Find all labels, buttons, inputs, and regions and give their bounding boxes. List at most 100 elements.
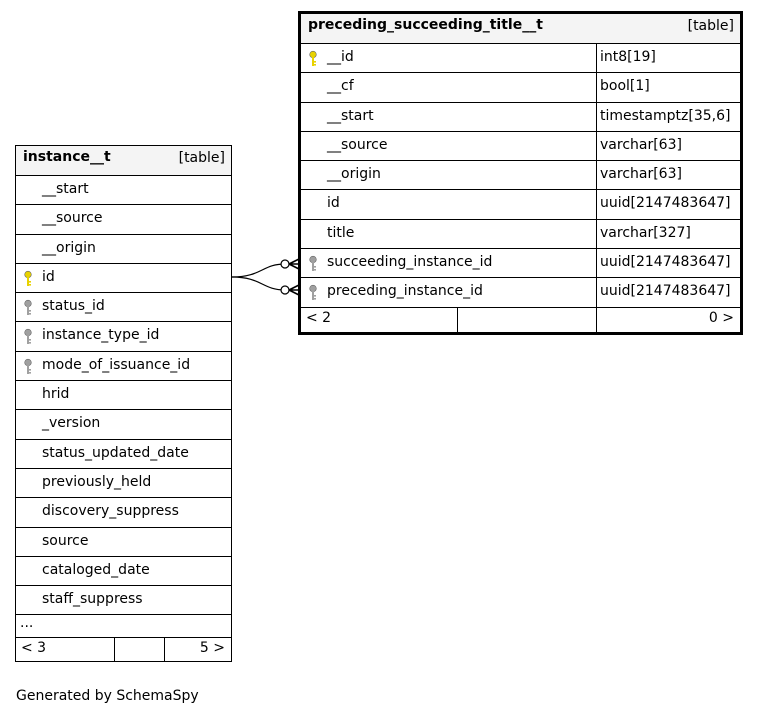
column-name: status_updated_date xyxy=(42,444,189,461)
column-type: varchar[327] xyxy=(600,224,691,241)
column-row[interactable]: discovery_suppress xyxy=(16,497,231,526)
column-row[interactable]: __origin xyxy=(16,233,231,263)
column-divider xyxy=(596,249,597,278)
column-name: __start xyxy=(327,107,374,124)
column-row[interactable]: __cf bool[1] xyxy=(301,72,740,102)
foreign-key-icon xyxy=(308,255,318,273)
column-row[interactable]: __start timestamptz[35,6] xyxy=(301,101,740,131)
column-name: __origin xyxy=(327,166,381,183)
column-row[interactable]: staff_suppress xyxy=(16,585,231,614)
table-footer: < 3 5 > xyxy=(16,637,231,662)
more-columns-ellipsis: ... xyxy=(20,615,34,632)
column-type: uuid[2147483647] xyxy=(600,254,731,271)
crowfoot-icon xyxy=(288,284,300,296)
column-name: discovery_suppress xyxy=(42,503,179,520)
footer-divider xyxy=(457,307,458,332)
table-name: instance__t xyxy=(23,149,111,165)
column-row[interactable]: __start xyxy=(16,175,231,204)
column-divider xyxy=(596,161,597,190)
column-name: staff_suppress xyxy=(42,591,143,608)
column-name: __cf xyxy=(327,78,354,95)
column-name: __origin xyxy=(42,239,96,256)
column-row[interactable]: instance_type_id xyxy=(16,321,231,350)
relationship-line-preceding xyxy=(231,276,286,291)
column-row[interactable]: id uuid[2147483647] xyxy=(301,189,740,219)
zero-cardinality-circle xyxy=(280,285,290,295)
foreign-key-icon xyxy=(23,358,33,376)
footer-divider xyxy=(164,638,165,662)
zero-cardinality-circle xyxy=(280,259,290,269)
column-row[interactable]: id xyxy=(16,262,231,292)
column-divider xyxy=(596,102,597,131)
column-type: int8[19] xyxy=(600,49,656,65)
child-count[interactable]: 5 > xyxy=(199,640,225,657)
foreign-key-icon xyxy=(308,284,318,302)
table-footer: < 2 0 > xyxy=(301,306,740,332)
table-preceding-succeeding-title[interactable]: preceding_succeeding_title__t [table] __id… xyxy=(298,11,743,335)
crowfoot-icon xyxy=(288,258,300,270)
parent-count[interactable]: < 2 xyxy=(306,309,332,326)
column-type: uuid[2147483647] xyxy=(600,283,731,300)
column-name: mode_of_issuance_id xyxy=(42,356,191,373)
column-row[interactable]: preceding_instance_id uuid[2147483647] xyxy=(301,277,740,307)
parent-count[interactable]: < 3 xyxy=(21,640,47,657)
column-name: status_id xyxy=(42,298,105,315)
column-type: uuid[2147483647] xyxy=(600,195,731,212)
relationship-line-succeeding xyxy=(231,263,286,278)
column-name: instance_type_id xyxy=(42,327,160,344)
column-name: __start xyxy=(42,181,89,197)
column-type: bool[1] xyxy=(600,78,650,95)
foreign-key-icon xyxy=(23,328,33,346)
table-header: preceding_succeeding_title__t [table] xyxy=(301,14,740,43)
column-row[interactable]: source xyxy=(16,526,231,556)
column-name: id xyxy=(42,268,55,285)
column-name: previously_held xyxy=(42,473,152,490)
column-row[interactable]: __source xyxy=(16,204,231,233)
column-row[interactable]: status_updated_date xyxy=(16,438,231,468)
primary-key-icon xyxy=(23,270,33,288)
column-row[interactable]: __id int8[19] xyxy=(301,43,740,73)
column-divider xyxy=(596,278,597,307)
column-divider xyxy=(596,73,597,102)
table-name: preceding_succeeding_title__t xyxy=(308,17,543,33)
column-row[interactable]: cataloged_date xyxy=(16,555,231,585)
primary-key-icon xyxy=(308,50,318,68)
column-type: timestamptz[35,6] xyxy=(600,107,731,124)
column-row[interactable]: __origin varchar[63] xyxy=(301,160,740,190)
column-divider xyxy=(596,219,597,249)
column-name: __source xyxy=(327,136,388,153)
child-count[interactable]: 0 > xyxy=(708,309,734,326)
column-name: __source xyxy=(42,210,103,227)
column-name: preceding_instance_id xyxy=(327,283,483,300)
column-row[interactable]: __source varchar[63] xyxy=(301,130,740,161)
table-header: instance__t [table] xyxy=(16,146,231,175)
column-name: source xyxy=(42,532,89,549)
footer-divider xyxy=(114,638,115,662)
column-name: _version xyxy=(42,415,101,432)
column-row[interactable]: succeeding_instance_id uuid[2147483647] xyxy=(301,248,740,278)
more-columns-row: ... xyxy=(16,614,231,637)
generator-credit: Generated by SchemaSpy xyxy=(16,688,199,704)
foreign-key-icon xyxy=(23,299,33,317)
column-name: __id xyxy=(327,49,354,65)
column-row[interactable]: hrid xyxy=(16,380,231,409)
column-name: succeeding_instance_id xyxy=(327,254,493,271)
column-row[interactable]: mode_of_issuance_id xyxy=(16,350,231,380)
column-divider xyxy=(596,131,597,161)
column-type: varchar[63] xyxy=(600,136,682,153)
column-row[interactable]: _version xyxy=(16,409,231,438)
column-divider xyxy=(596,190,597,219)
column-row[interactable]: previously_held xyxy=(16,467,231,497)
column-row[interactable]: status_id xyxy=(16,292,231,321)
table-type-label: [table] xyxy=(687,18,734,34)
footer-divider xyxy=(596,307,597,332)
column-divider xyxy=(596,44,597,73)
column-type: varchar[63] xyxy=(600,166,682,183)
column-name: hrid xyxy=(42,386,70,403)
column-name: id xyxy=(327,195,340,212)
column-name: cataloged_date xyxy=(42,561,150,578)
table-type-label: [table] xyxy=(178,150,225,166)
table-instance[interactable]: instance__t [table] __start __source __origi… xyxy=(15,145,232,663)
